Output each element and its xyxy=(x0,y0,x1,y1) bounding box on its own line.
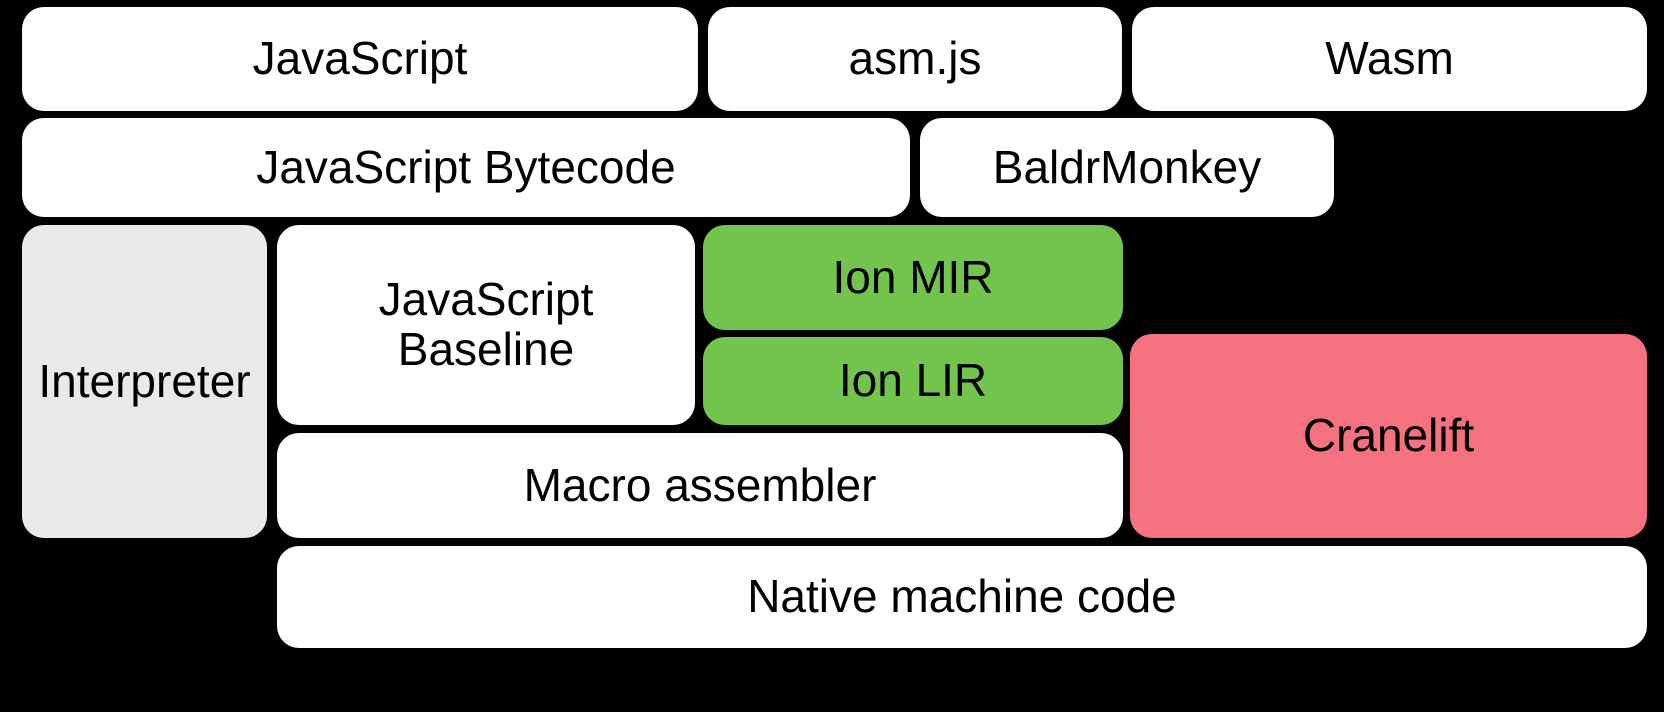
node-javascript-bytecode: JavaScript Bytecode xyxy=(22,118,910,217)
node-javascript-baseline: JavaScript Baseline xyxy=(277,225,695,425)
node-wasm: Wasm xyxy=(1132,7,1647,111)
node-cranelift: Cranelift xyxy=(1130,334,1647,538)
node-ion-lir: Ion LIR xyxy=(703,337,1123,425)
node-ion-mir: Ion MIR xyxy=(703,225,1123,330)
node-native-machine-code: Native machine code xyxy=(277,546,1647,648)
node-asm-js: asm.js xyxy=(708,7,1122,111)
node-baldrmonkey: BaldrMonkey xyxy=(920,118,1334,217)
node-javascript: JavaScript xyxy=(22,7,698,111)
node-macro-assembler: Macro assembler xyxy=(277,433,1123,538)
node-interpreter: Interpreter xyxy=(22,225,267,538)
